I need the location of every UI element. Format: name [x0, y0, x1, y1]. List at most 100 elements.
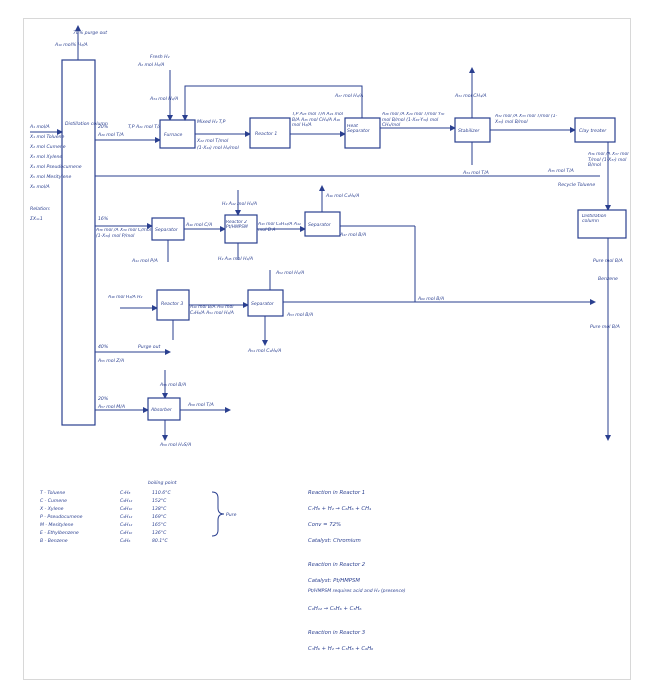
clay-out-label: A₃₆ mol /A X₃₇ mol T/mol (1-X₃₇) mol B/m… — [588, 152, 629, 169]
heat-separator-label: Heat Separator — [347, 124, 370, 134]
reaction-2-condition: Pt/HMPSM requires acid and H₂ (presence) — [308, 588, 406, 594]
pure-benzene-label-2: Pure mol B/A — [590, 324, 620, 330]
reactor-3-top-label: A₅₂ mol H₂/A — [275, 270, 304, 276]
furnace-out-label: Mixed H₂ T,P — [197, 119, 226, 125]
legend-bp: 136°C — [152, 530, 167, 536]
reaction-1-conversion: Conv = 72% — [308, 522, 341, 528]
separator-1-in-label: A₃₈ mol /A X₃₉ mol C/mol (1-X₃₉) mol P/m… — [96, 228, 151, 239]
furnace-out-label3: (1-X₂₂) mol H₂/mol — [197, 145, 239, 151]
reactor-2-bottom-label: H₂ A₄₅ mol H₂/A — [218, 256, 253, 262]
furnace — [159, 119, 196, 149]
recycle-top-label: A₃₄ mol H₂/A — [149, 96, 178, 102]
fresh-h2-label: Fresh H₂ — [150, 54, 170, 60]
pure-benzene-label: Pure mol B/A — [593, 258, 623, 264]
heat-separator — [344, 117, 381, 149]
reaction-1-equation: C₇H₈ + H₂ → C₆H₆ + CH₄ — [308, 506, 372, 512]
distillation-column-main — [61, 59, 96, 426]
to-furnace-label: T,P A₂₁ mol T/A — [128, 124, 162, 130]
separator-3-right-label: A₅₃ mol B/A — [286, 312, 313, 318]
to-b-label: A₆₀ mol B/A — [417, 296, 444, 302]
legend-formula: C₈H₁₀ — [120, 506, 132, 512]
separator-1-in-label-box: A₃₈ mol /A X₃₉ mol C/mol (1-X₃₉) mol P/m… — [96, 228, 151, 239]
reaction-1-title: Reaction in Reactor 1 — [308, 490, 365, 496]
recycle-top-stream — [182, 85, 363, 121]
feed-x4: X₄ mol Pseudocumene — [29, 164, 82, 170]
recycle-toluene-label: Recycle Toluene — [558, 182, 595, 188]
legend-bp: 110.6°C — [152, 490, 171, 496]
furnace-out-label2: X₂₂ mol T/mol — [196, 138, 229, 144]
legend-bp: 138°C — [152, 506, 167, 512]
clay-treater — [574, 117, 616, 143]
separator-2 — [304, 211, 341, 237]
clay-toluene-label: A₃₅ mol T/A — [547, 168, 574, 174]
legend-formula: C₉H₁₂ — [120, 522, 132, 528]
legend-label: B - Benzene — [40, 538, 68, 544]
stabilizer-out-label: A₃₂ mol /A X₃₃ mol T/mol (1-X₃₃) mol B/m… — [495, 114, 558, 125]
reactor-1-out-label: T,P A₂₃ mol T/A A₂₄ mol B/A A₂₅ mol CH₄/… — [292, 112, 344, 129]
purge-2-composition: A₅₅ mol Z/A — [97, 358, 124, 364]
purge-2-label: Purge out — [138, 344, 160, 350]
distillation-column-2-label: Distillation column — [582, 214, 607, 224]
legend-bp: 165°C — [152, 522, 167, 528]
heat-separator-out-label-box: A₂₈ mol /A X₂₉ mol T/mol Y₃₀ mol B/mol (… — [382, 112, 445, 129]
reaction-2-catalyst: Catalyst: Pt/HMPSM — [308, 578, 360, 584]
stabilizer-top-label: A₃₁ mol CH₄/A — [454, 93, 487, 99]
legend-bp: 152°C — [152, 498, 167, 504]
distillation-column-2-label-box: Distillation column — [582, 214, 607, 224]
reactor-3 — [156, 289, 190, 321]
reactor-2-top-label: H₂ A₄₂ mol H₂/A — [222, 201, 257, 207]
absorber — [147, 397, 181, 421]
stabilizer-bottom-label: A₃₄ mol T/A — [462, 170, 489, 176]
separator-1-out-label: A₄₀ mol C/A — [185, 222, 212, 228]
legend-bp: 80.1°C — [152, 538, 169, 544]
feed-x5: X₅ mol Mesitylene — [29, 174, 71, 180]
clay-treater-label: Clay treater — [579, 128, 607, 134]
legend-label: P - Pseudocumene — [40, 514, 83, 520]
fresh-h2-composition: A₂ mol H₂/A — [137, 62, 164, 68]
notebook-page — [23, 18, 631, 680]
feed-x6: X₆ mol/A — [29, 184, 50, 190]
absorber-in-label: A₅₇ mol M/A — [97, 404, 125, 410]
purge-top-composition: A₁₀ mol% H₂/A — [54, 42, 88, 48]
reaction-3-title: Reaction in Reactor 3 — [308, 630, 366, 636]
heat-separator-out-label: A₂₈ mol /A X₂₉ mol T/mol Y₃₀ mol B/mol (… — [382, 112, 445, 129]
separator-1-label: Separator — [155, 227, 179, 233]
absorber-top-label: A₅₆ mol B/A — [159, 382, 186, 388]
purge-top-label: 70% purge out — [73, 30, 107, 36]
absorber-in-percent: 20% — [98, 396, 108, 402]
stabilizer-label: Stabilizer — [458, 128, 481, 134]
purge-2-percent: 40% — [98, 344, 108, 350]
legend-label: X - Xylene — [39, 506, 64, 512]
separator-3-label: Separator — [251, 301, 275, 307]
legend-formula: C₆H₆ — [120, 538, 131, 544]
legend-label: C - Cumene — [40, 498, 67, 504]
legend-formula: C₉H₁₂ — [120, 514, 132, 520]
legend-brace-note: Pure — [226, 512, 237, 518]
heat-separator-label-box: Heat Separator — [347, 124, 370, 134]
reaction-2-title: Reaction in Reactor 2 — [308, 562, 366, 568]
feed-x2: X₂ mol Cumene — [29, 144, 66, 150]
legend-label: E - Ethylbenzene — [40, 530, 79, 536]
reactor-2-out-label: A₄₃ mol C₆H₁₂/A A₄₄ mol B A — [258, 222, 301, 233]
reactor-3-label: Reactor 3 — [161, 301, 183, 307]
legend-formula: C₈H₁₀ — [120, 530, 132, 536]
separator-2-out-label: A₄₇ mol B/A — [339, 232, 366, 238]
feed-x1: X₁ mol Toluene — [29, 134, 64, 140]
heat-separator-top-label: A₂₇ mol H₂/A — [334, 93, 363, 99]
separator-3-bottom-label: A₅₄ mol C₂H₆/A — [247, 348, 281, 354]
distillation-column-label: Distillation column — [65, 121, 108, 127]
reactor-2-label-box: Reactor 2 Pt/HMPSM — [226, 220, 248, 230]
pre-furnace-label: A₂₀ mol T/A — [97, 132, 124, 138]
separator-2-label: Separator — [308, 222, 332, 228]
reactor-2 — [224, 214, 258, 244]
feed-x3: X₃ mol Xylene — [29, 154, 62, 160]
legend-label: T - Toluene — [40, 490, 65, 496]
reactor-3-in-label-box: A₄₈ mol H₂/A H₂ — [108, 295, 142, 300]
absorber-bottom-label: A₅₉ mol H₂S/A — [159, 442, 191, 448]
legend-formula: C₉H₁₂ — [120, 498, 132, 504]
separator-2-top-label: A₄₆ mol C₂H₆/A — [325, 193, 359, 199]
clay-out-label-box: A₃₆ mol /A X₃₇ mol T/mol (1-X₃₇) mol B/m… — [588, 152, 629, 169]
reactor-2-out-label-box: A₄₃ mol C₆H₁₂/A A₄₄ mol B A — [258, 222, 301, 233]
